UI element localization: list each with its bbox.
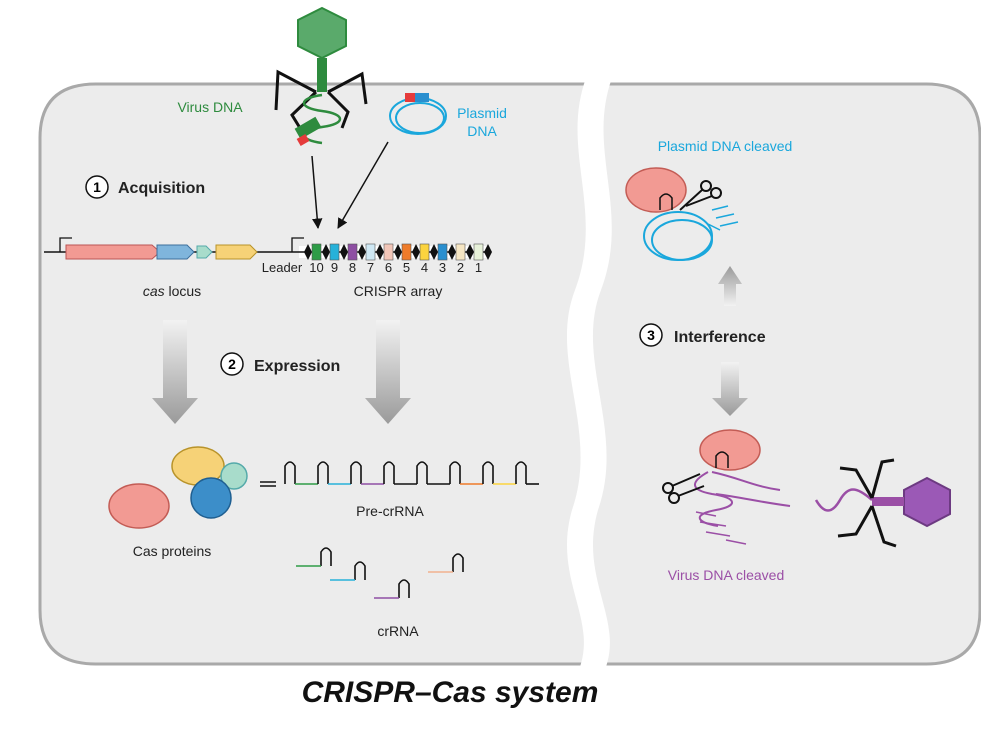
repeat-diamond — [376, 244, 384, 260]
cas-locus-label: cas locus — [143, 283, 201, 299]
crispr-array-label: CRISPR array — [354, 283, 443, 299]
promoter-arrow-icon — [59, 237, 72, 252]
figure-caption: CRISPR–Cas system — [301, 676, 599, 709]
spacer-block — [365, 243, 376, 261]
spacer-block — [401, 243, 412, 261]
spacer-block — [437, 243, 448, 261]
repeat-hairpin — [350, 461, 362, 484]
crrna-hairpin — [354, 561, 366, 580]
acquisition-arrow-virus — [311, 155, 323, 230]
spacer-number: 1 — [475, 260, 482, 275]
repeat-hairpin — [317, 461, 329, 484]
spacer-block — [383, 243, 394, 261]
plasmid-cleavage — [625, 167, 739, 261]
repeat-diamond — [466, 244, 474, 260]
cas-proteins — [108, 446, 248, 529]
pre-crrna — [260, 461, 539, 487]
repeat-hairpin — [449, 461, 461, 484]
spacer-number: 10 — [309, 260, 323, 275]
arrow-down-icon — [152, 320, 198, 424]
repeat-hairpin — [416, 461, 428, 484]
spacer-number: 8 — [349, 260, 356, 275]
step-label: Acquisition — [118, 180, 205, 197]
step-expression: 2 Expression — [220, 352, 340, 376]
repeat-diamond — [412, 244, 420, 260]
arrow-down-icon — [365, 320, 411, 424]
step-number-circle — [85, 175, 109, 199]
repeat-hairpin — [284, 461, 296, 484]
spacer-block — [311, 243, 322, 261]
leader-label: Leader — [262, 260, 303, 275]
crrna-label: crRNA — [377, 623, 419, 639]
arrow-up-icon — [718, 266, 742, 306]
step-label: Interference — [674, 329, 766, 346]
arrow-down-icon — [712, 362, 748, 416]
repeat-diamond — [430, 244, 438, 260]
step-interference: 3 Interference — [639, 323, 766, 347]
plasmid-dna-label-2: DNA — [467, 123, 497, 139]
spacer-block — [347, 243, 358, 261]
virus-cleavage — [694, 429, 791, 545]
promoter-arrow-icon — [291, 237, 304, 252]
step-number: 2 — [228, 356, 236, 372]
spacer-number: 5 — [403, 260, 410, 275]
scissors-icon — [679, 180, 722, 211]
spacer-block — [419, 243, 430, 261]
repeat-hairpin — [482, 461, 494, 484]
step-label: Expression — [254, 358, 340, 375]
repeat-diamond — [394, 244, 402, 260]
spacer-block — [473, 243, 484, 261]
virus-cleaved-label: Virus DNA cleaved — [668, 567, 784, 583]
spacer-block — [329, 243, 340, 261]
spacer-number: 6 — [385, 260, 392, 275]
crispr-array — [291, 237, 492, 261]
repeat-diamond — [340, 244, 348, 260]
repeat-hairpin — [383, 461, 395, 484]
spacer-block — [455, 243, 466, 261]
crrna-hairpin — [452, 553, 464, 572]
spacer-number: 9 — [331, 260, 338, 275]
repeat-hairpin — [515, 461, 527, 484]
bacterial-cell — [38, 78, 981, 672]
repeat-diamond — [322, 244, 330, 260]
acquisition-arrow-plasmid — [337, 141, 389, 229]
phage-icon — [814, 458, 951, 548]
cas-locus — [44, 237, 300, 260]
repeat-diamond — [358, 244, 366, 260]
crrna-hairpin — [320, 547, 332, 566]
virus-dna-label: Virus DNA — [177, 99, 243, 115]
plasmid-cleaved-label: Plasmid DNA cleaved — [658, 138, 793, 154]
step-number-circle — [639, 323, 663, 347]
step-number: 1 — [93, 179, 101, 195]
repeat-diamond — [304, 244, 312, 260]
pre-crrna-label: Pre-crRNA — [356, 503, 424, 519]
spacer-number: 7 — [367, 260, 374, 275]
plasmid-icon — [389, 93, 447, 135]
spacer-number: 2 — [457, 260, 464, 275]
scissors-icon — [662, 473, 705, 504]
step-number-circle — [220, 352, 244, 376]
crrna — [296, 547, 464, 599]
spacer-number: 3 — [439, 260, 446, 275]
phage-icon — [274, 6, 368, 146]
step-acquisition: 1 Acquisition — [85, 175, 205, 199]
repeat-diamond — [448, 244, 456, 260]
cas-proteins-label: Cas proteins — [133, 543, 212, 559]
step-number: 3 — [647, 327, 655, 343]
spacer-number: 4 — [421, 260, 428, 275]
plasmid-dna-label-1: Plasmid — [457, 105, 507, 121]
crrna-hairpin — [398, 579, 410, 598]
repeat-diamond — [484, 244, 492, 260]
